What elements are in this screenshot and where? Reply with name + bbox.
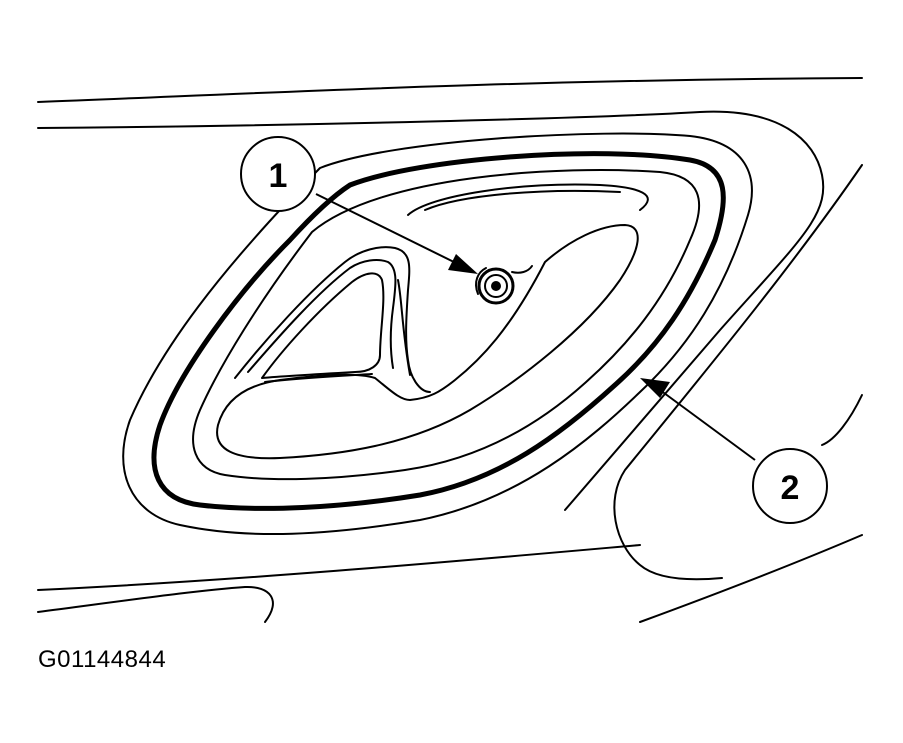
handle-lever xyxy=(234,246,431,393)
callout-1-leader xyxy=(315,193,461,266)
callout-1-arrowhead xyxy=(448,254,478,274)
callout-1-circle xyxy=(240,136,316,212)
callout-2-leader xyxy=(659,389,756,461)
callout-2-circle xyxy=(752,448,828,524)
bezel-outer-recess xyxy=(122,132,753,536)
callout-2: 2 xyxy=(640,378,828,524)
callout-1: 1 xyxy=(240,136,478,274)
handle-bezel xyxy=(151,151,726,511)
callout-2-number: 2 xyxy=(781,469,800,507)
callout-2-arrowhead xyxy=(640,378,670,398)
figure-id-label: G01144844 xyxy=(38,646,167,673)
door-panel-lines xyxy=(37,77,863,623)
callout-1-number: 1 xyxy=(269,157,288,195)
screw xyxy=(475,265,533,305)
handle-pocket xyxy=(216,183,649,460)
